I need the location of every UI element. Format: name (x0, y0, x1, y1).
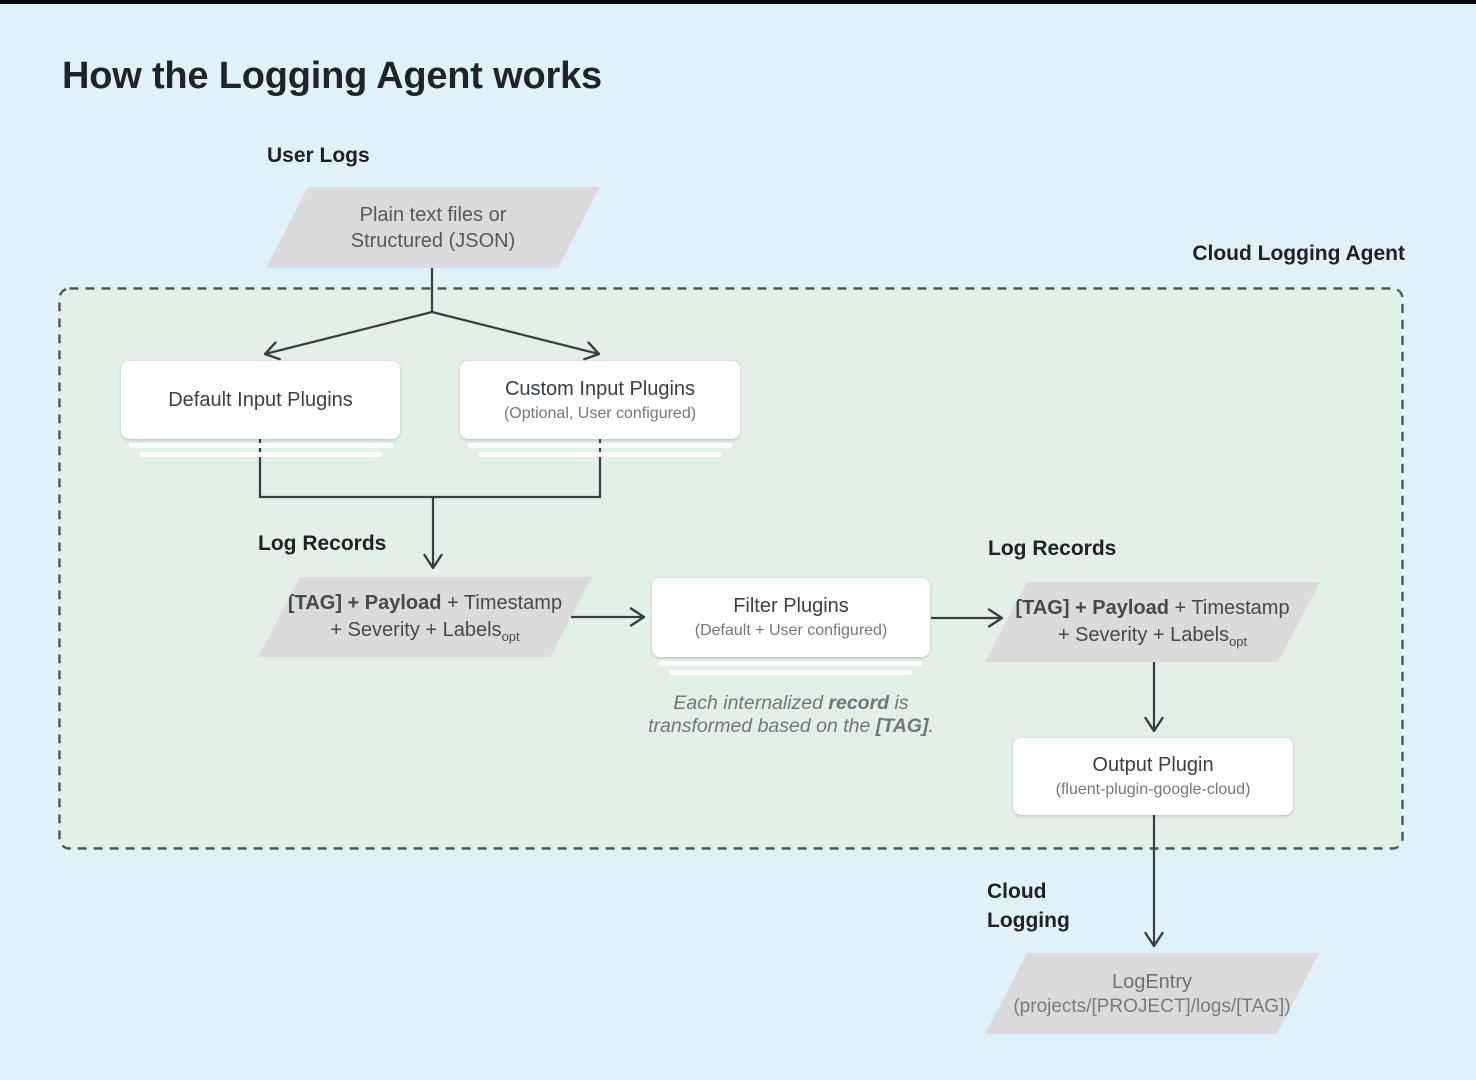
transform-note-line2: transformed based on the [TAG]. (620, 715, 962, 738)
connector-split-default (265, 310, 433, 354)
output-plugin-box: Output Plugin (fluent-plugin-google-clou… (1013, 738, 1293, 815)
log-record-right-node: [TAG] + Payload + Timestamp + Severity +… (985, 582, 1320, 662)
cloud-logging-label-line2: Logging (987, 909, 1070, 932)
log-entry-subtitle: (projects/[PROJECT]/logs/[TAG]) (1013, 995, 1291, 1017)
log-record-right-line2-text: + Severity + Labels (1057, 624, 1230, 646)
transform-note-line2-bold: [TAG] (875, 715, 929, 737)
output-plugin-subtitle: (fluent-plugin-google-cloud) (1055, 781, 1251, 798)
page-title: How the Logging Agent works (62, 55, 602, 97)
log-record-left-line2-sub: opt (501, 629, 520, 644)
custom-input-plugins-subtitle: (Optional, User configured) (503, 404, 697, 422)
custom-input-plugins-title: Custom Input Plugins (504, 377, 696, 400)
connector-merge-inputs (258, 439, 602, 499)
paper-stack-bar (479, 452, 721, 457)
transform-note-line2-pre: transformed based on the (648, 715, 876, 737)
transform-note-line1-pre: Each internalized (673, 692, 829, 714)
default-input-plugins-title: Default Input Plugins (168, 388, 353, 411)
log-record-left-line2: + Severity + Labelsopt (330, 617, 519, 644)
log-records-right-label: Log Records (988, 537, 1117, 560)
custom-input-plugins-box: Custom Input Plugins (Optional, User con… (460, 361, 740, 439)
filter-plugins-title: Filter Plugins (733, 595, 849, 617)
output-plugin-title: Output Plugin (1092, 754, 1214, 776)
transform-note: Each internalized record is transformed … (620, 692, 962, 738)
log-record-left-node: [TAG] + Payload + Timestamp + Severity +… (258, 577, 592, 657)
transform-note-line1-post: is (889, 692, 909, 714)
log-record-right-line2-sub: opt (1229, 634, 1248, 649)
paper-stack-bar (140, 452, 382, 457)
log-entry-title: LogEntry (1111, 970, 1193, 993)
log-record-right-line1-rest: + Timestamp (1168, 597, 1290, 619)
connector-split-custom (431, 310, 599, 354)
paper-stack-bar (669, 670, 912, 675)
top-border-bar (0, 0, 1476, 4)
log-record-right-line1: [TAG] + Payload + Timestamp (1015, 595, 1289, 622)
transform-note-line2-post: . (928, 715, 934, 737)
log-record-right-line1-bold: [TAG] + Payload (1015, 597, 1169, 619)
cloud-logging-label-line1: Cloud (987, 880, 1047, 903)
paper-stack-bar (129, 443, 393, 448)
default-input-plugins-box: Default Input Plugins (121, 361, 400, 439)
filter-plugins-subtitle: (Default + User configured) (694, 622, 888, 639)
log-record-left-line1-rest: + Timestamp (441, 592, 563, 614)
user-logs-node: Plain text files or Structured (JSON) (266, 187, 600, 268)
log-record-left-line1: [TAG] + Payload + Timestamp (288, 590, 562, 617)
transform-note-line1: Each internalized record is (620, 692, 962, 715)
cloud-logging-label: Cloud Logging (987, 877, 1070, 935)
log-entry-node: LogEntry (projects/[PROJECT]/logs/[TAG]) (985, 953, 1319, 1034)
log-records-left-label: Log Records (258, 532, 387, 555)
user-logs-node-line2: Structured (JSON) (350, 229, 516, 252)
log-record-left-line2-text: + Severity + Labels (330, 619, 502, 641)
transform-note-line1-bold: record (828, 692, 890, 714)
paper-stack-bar (468, 443, 732, 448)
paper-stack-bar (659, 661, 922, 666)
log-record-left-line1-bold: [TAG] + Payload (287, 592, 442, 614)
user-logs-label: User Logs (267, 144, 370, 167)
filter-plugins-box: Filter Plugins (Default + User configure… (652, 578, 930, 657)
user-logs-node-line1: Plain text files or (359, 203, 507, 226)
log-record-right-line2: + Severity + Labelsopt (1058, 622, 1247, 649)
cloud-logging-agent-label: Cloud Logging Agent (1192, 242, 1405, 265)
